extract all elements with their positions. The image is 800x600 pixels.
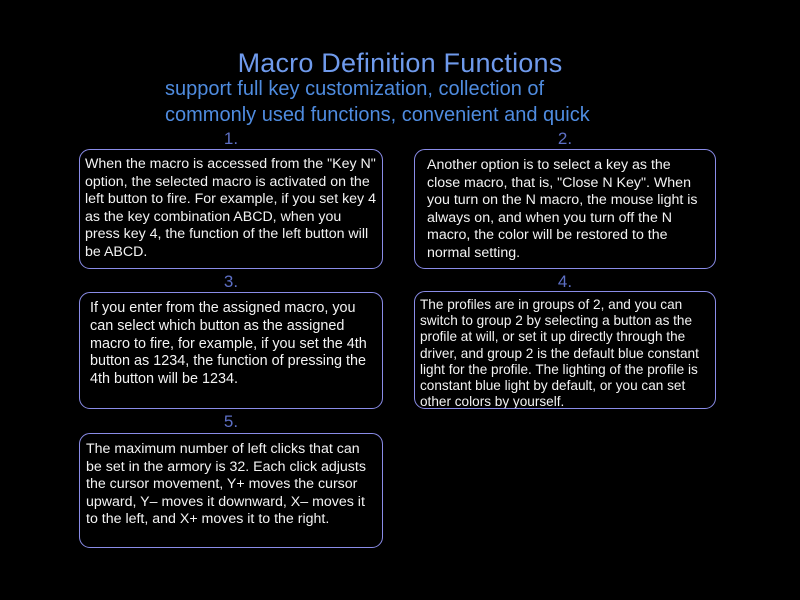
panel-2-text: Another option is to select a key as the…: [427, 157, 698, 261]
panel-5: The maximum number of left clicks that c…: [79, 433, 383, 548]
panel-3-text: If you enter from the assigned macro, yo…: [90, 300, 367, 388]
panel-5-text: The maximum number of left clicks that c…: [86, 441, 366, 528]
panel-1: When the macro is accessed from the "Key…: [79, 149, 383, 269]
subtitle-container: support full key customization, collecti…: [0, 76, 800, 128]
page-subtitle: support full key customization, collecti…: [165, 78, 590, 126]
panel-4-text: The profiles are in groups of 2, and you…: [420, 297, 699, 409]
panel-2: Another option is to select a key as the…: [414, 149, 716, 269]
panel-1-text: When the macro is accessed from the "Key…: [85, 156, 376, 260]
panel-number-2: 2.: [557, 129, 573, 148]
panel-3: If you enter from the assigned macro, yo…: [79, 292, 383, 409]
panel-4: The profiles are in groups of 2, and you…: [414, 291, 716, 409]
page-title: Macro Definition Functions: [237, 48, 563, 79]
panel-number-4: 4.: [557, 272, 573, 291]
panel-number-5: 5.: [223, 412, 239, 431]
panel-number-3: 3.: [223, 272, 239, 291]
panel-number-1: 1.: [223, 129, 239, 148]
